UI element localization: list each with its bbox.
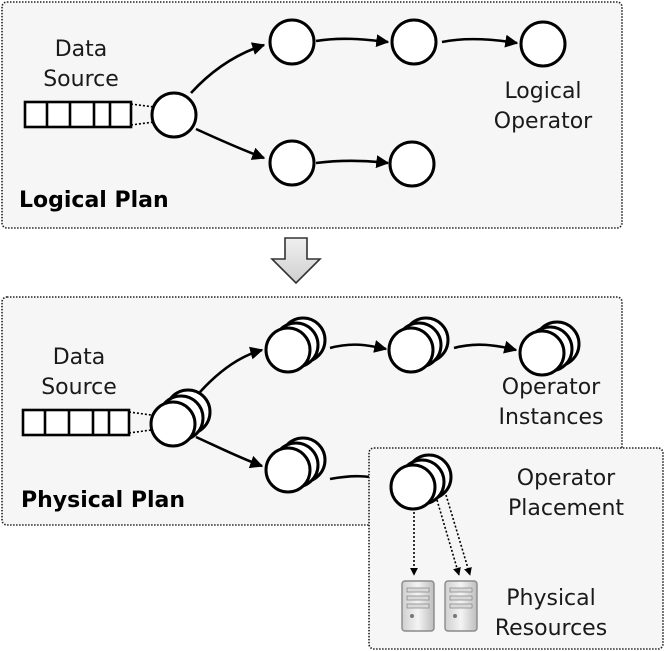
placement-frame [368,447,664,650]
logical-plan-title: Logical Plan [19,188,169,213]
logical-edge-source-to-a1 [190,42,266,94]
logical-operator-a3 [519,20,567,68]
logical-operator-a1 [268,18,316,66]
placement-link-3 [445,494,472,576]
physical-operator-a2-instances [387,316,450,374]
physical-operator-source-instances [149,388,212,448]
physical-operator-a1-instances [264,316,327,374]
logical-edge-b1-to-b2 [315,155,390,169]
physical-plan-panel: Data Source [1,296,623,526]
physical-resources-label-line1: Physical [506,586,596,611]
logical-operator-a2 [390,18,438,66]
logical-operator-label-line1: Logical [504,79,581,104]
logical-edge-a1-to-a2 [315,34,390,48]
placed-operator-instances [389,453,453,511]
logical-operator-b1 [268,139,316,187]
operator-placement-label-line1: Operator [517,466,616,491]
physical-data-source-label-line2: Source [41,375,117,400]
placement-link-2 [436,499,461,576]
logical-plan-panel: Data Source Logical Operator Logical Pla… [1,1,623,229]
physical-data-source-queue [21,408,152,437]
logical-operator-b2 [388,140,436,188]
physical-edge-a2-to-a3 [453,340,518,354]
operator-placement-label-line2: Placement [508,496,624,521]
operator-instances-label-line1: Operator [502,375,601,400]
logical-operator-label-line2: Operator [494,109,593,134]
placement-panel: Operator Placement Physical Resources [368,447,664,650]
physical-edge-source-to-a1 [199,346,264,393]
physical-operator-a3-instances [518,320,581,377]
physical-data-source-label-line1: Data [53,345,106,370]
physical-resources-label-line2: Resources [495,616,607,641]
physical-edge-source-to-b1 [195,435,264,469]
logical-operator-source [150,91,198,139]
transform-arrow-icon [270,237,322,285]
server-icon [401,580,435,632]
logical-data-source-label-line2: Source [43,67,119,92]
logical-edge-source-to-b1 [195,127,266,160]
server-icon [444,580,478,632]
logical-plan-frame [1,1,623,229]
logical-data-source-queue [23,100,155,129]
operator-instances-label-line2: Instances [498,405,603,430]
logical-edge-a2-to-a3 [441,34,519,48]
physical-edge-a1-to-a2 [329,340,388,353]
physical-plan-title: Physical Plan [21,488,185,513]
logical-data-source-label-line1: Data [55,37,108,62]
physical-operator-b1-instances [264,436,327,494]
